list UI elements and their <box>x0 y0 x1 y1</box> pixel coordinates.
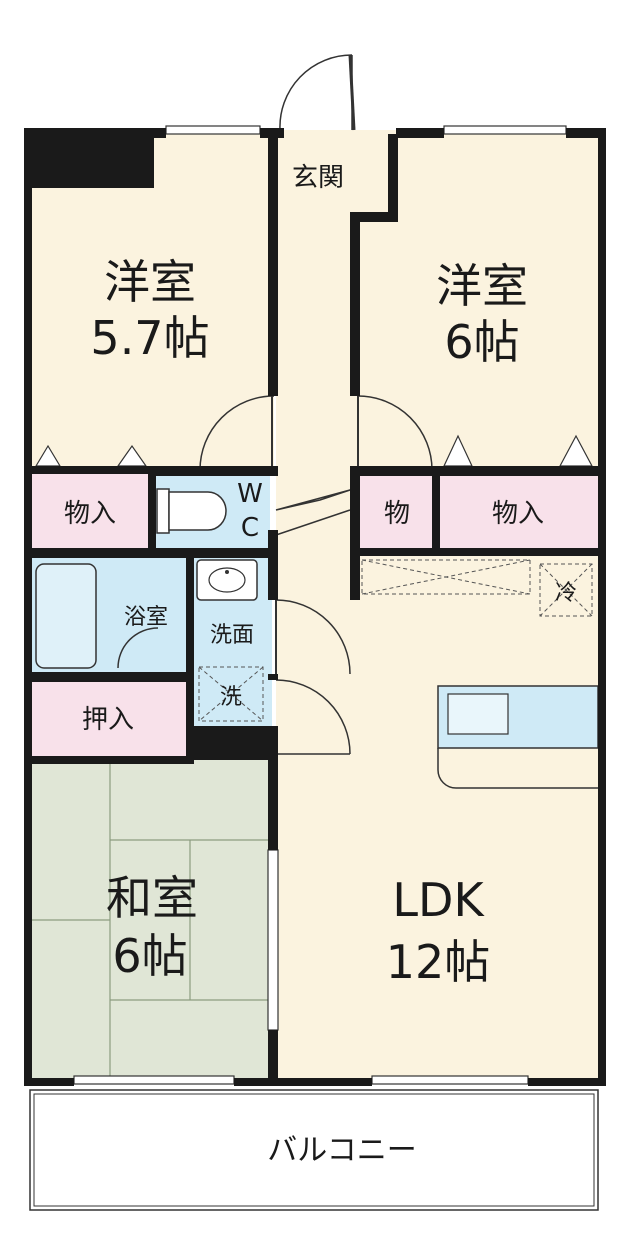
bathtub <box>35 563 97 669</box>
ldk-name: LDK <box>392 873 485 927</box>
wash-basin-icon <box>196 559 258 601</box>
washroom-label: 洗面 <box>210 623 254 648</box>
storage-c-floor <box>438 474 598 550</box>
ldk-floor <box>276 552 602 1080</box>
fridge-label: 冷 <box>555 581 577 606</box>
ldk-size: 12帖 <box>386 935 491 989</box>
upper-cabinet <box>361 559 531 595</box>
storage-a-label: 物入 <box>64 499 116 529</box>
bath-label: 浴室 <box>124 605 168 630</box>
tatami-lines <box>30 760 270 1080</box>
western-room-a-name: 洋室 <box>104 255 196 309</box>
fridge-space <box>539 563 593 617</box>
western-room-a-size: 5.7帖 <box>90 311 209 365</box>
wc-label-c: C <box>241 513 259 543</box>
closet-floor <box>30 680 188 756</box>
washer-label: 洗 <box>220 685 242 710</box>
japanese-room-name: 和室 <box>106 871 198 925</box>
labels: 洋室 5.7帖 洋室 6帖 玄関 物入 W C 物 物入 浴室 洗面 洗 冷 押… <box>64 163 577 1168</box>
storage-b-floor <box>358 474 436 550</box>
wc-label-w: W <box>237 479 263 509</box>
toilet-icon <box>156 488 227 534</box>
entrance-label: 玄関 <box>292 163 344 193</box>
washer-space <box>198 666 264 722</box>
entrance-floor <box>278 134 360 212</box>
japanese-room-size: 6帖 <box>112 929 187 983</box>
kitchen-counter <box>437 685 599 789</box>
doors <box>199 54 433 755</box>
storage-b-label: 物 <box>384 499 410 529</box>
balcony-label: バルコニー <box>267 1133 416 1168</box>
fixtures <box>34 434 599 789</box>
western-room-b-size: 6帖 <box>444 315 519 369</box>
western-room-b-name: 洋室 <box>436 259 528 313</box>
floor-layer <box>26 130 602 1080</box>
walls <box>24 128 606 1086</box>
closet-label: 押入 <box>82 705 134 735</box>
storage-a-floor <box>30 470 148 550</box>
storage-c-label: 物入 <box>492 499 544 529</box>
balcony <box>29 1089 599 1211</box>
